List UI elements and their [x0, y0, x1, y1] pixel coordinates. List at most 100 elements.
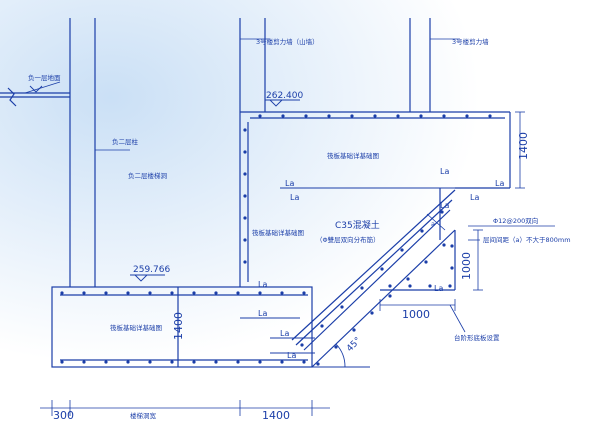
- rebar-dot: [442, 243, 446, 247]
- label-layer-spacing: 层间间距（a）不大于800mm: [483, 235, 571, 244]
- rebar-dot: [302, 360, 306, 364]
- rebar-dot: [388, 294, 392, 298]
- leader-slope-note: [449, 304, 466, 333]
- rebar-dot: [126, 360, 130, 364]
- label-la-4: La: [495, 179, 504, 188]
- rebar-dot: [440, 210, 444, 214]
- rebar-dot: [352, 328, 356, 332]
- rebar-dot: [280, 291, 284, 295]
- leader-floor: [24, 81, 61, 94]
- raft-slab-outline: [51, 286, 313, 368]
- rebar-dot: [60, 360, 64, 364]
- rebar-dot: [82, 360, 86, 364]
- slope-rebar-2: [295, 199, 453, 346]
- rebar-dot: [243, 260, 247, 264]
- rebar-dot: [192, 291, 196, 295]
- rebar-dot: [243, 238, 247, 242]
- rebar-dot: [148, 291, 152, 295]
- rebar-dot: [280, 360, 284, 364]
- label-la-2: La: [290, 193, 299, 202]
- label-raft-detail-left: 筏板基础详基础图: [110, 323, 162, 332]
- rebar-dot: [396, 114, 400, 118]
- dim-1400-right: 1400: [517, 132, 530, 160]
- slope-rebar-1: [303, 209, 451, 351]
- dim-bottom-stair-width: 楼梯洞宽: [130, 411, 157, 420]
- rebar-dot: [60, 291, 64, 295]
- dim-1000-horizontal: 1000: [402, 308, 430, 321]
- rebar-dot: [388, 284, 392, 288]
- label-la-3: La: [440, 167, 449, 176]
- rebar-dot: [214, 291, 218, 295]
- label-concrete-note: （Φ雙层双向分布筋）: [316, 235, 380, 244]
- angle-arc: [335, 343, 346, 368]
- rebar-dot: [370, 311, 374, 315]
- rebar-dot: [380, 267, 384, 271]
- label-slope-note: 台阶形底板设置: [454, 333, 500, 342]
- rebar-dot: [320, 324, 324, 328]
- rebar-dot: [334, 345, 338, 349]
- label-rebar-spec: Φ12@200双向: [493, 216, 538, 225]
- label-la-8: La: [258, 309, 267, 318]
- rebar-dot: [302, 291, 306, 295]
- rebar-dot: [488, 114, 492, 118]
- rebar-dot: [450, 266, 454, 270]
- dim-1400-left: 1400: [172, 312, 185, 340]
- label-stair-opening: 负二层楼梯洞: [128, 171, 168, 180]
- rebar-dot: [82, 291, 86, 295]
- rebar-dot: [327, 114, 331, 118]
- rebar-dot: [428, 284, 432, 288]
- rebar-dot: [170, 360, 174, 364]
- label-la-10: La: [287, 351, 296, 360]
- spacing-a-line: [426, 213, 446, 231]
- rebar-dot: [104, 291, 108, 295]
- rebar-dot: [304, 114, 308, 118]
- rebar-dot: [126, 291, 130, 295]
- rebar-dot: [360, 286, 364, 290]
- break-mark: [7, 87, 17, 107]
- label-shear-wall-right: 3号楼剪力墙: [452, 37, 489, 46]
- rebar-dot: [420, 229, 424, 233]
- label-basement-floor: 负一层地面: [28, 73, 61, 82]
- label-spacing-a: a: [431, 220, 435, 228]
- rebar-dot: [258, 114, 262, 118]
- rebar-dot: [340, 305, 344, 309]
- label-la-5: La: [470, 193, 479, 202]
- label-column-level-2: 负二层柱: [112, 137, 139, 146]
- rebar-dot: [243, 150, 247, 154]
- label-raft-detail-top: 筏板基础详基础图: [327, 151, 379, 160]
- rebar-dot: [373, 114, 377, 118]
- rebar-dot: [170, 291, 174, 295]
- rebar-dot: [442, 114, 446, 118]
- label-raft-detail-mid: 筏板基础详基础图: [252, 228, 304, 237]
- elevation-mark-floor: [29, 85, 43, 93]
- rebar-dot: [350, 114, 354, 118]
- label-la-9: La: [280, 329, 289, 338]
- rebar-dot: [243, 172, 247, 176]
- label-concrete-grade: C35混凝土: [335, 219, 380, 231]
- rebar-dot: [236, 360, 240, 364]
- rebar-dot: [408, 284, 412, 288]
- rebar-dot: [465, 114, 469, 118]
- label-la-1: La: [285, 179, 294, 188]
- rebar-dot: [236, 291, 240, 295]
- rebar-dots: [60, 114, 492, 366]
- label-elev-left: 259.766: [133, 265, 170, 275]
- rebar-dot: [243, 194, 247, 198]
- rebar-dot: [419, 114, 423, 118]
- rebar-dot: [281, 114, 285, 118]
- label-la-11: La: [434, 284, 443, 293]
- rebar-dot: [258, 291, 262, 295]
- label-elev-top: 262.400: [266, 91, 303, 101]
- elevation-mark-left: [134, 274, 148, 282]
- rebar-dot: [400, 248, 404, 252]
- rebar-dot: [192, 360, 196, 364]
- rebar-dot: [104, 360, 108, 364]
- rebar-dot: [300, 343, 304, 347]
- rebar-dot: [148, 360, 152, 364]
- label-shear-wall-left: 3号楼剪力墙（山墙）: [256, 37, 319, 46]
- rebar-dot: [243, 216, 247, 220]
- label-la-6: La: [440, 201, 449, 210]
